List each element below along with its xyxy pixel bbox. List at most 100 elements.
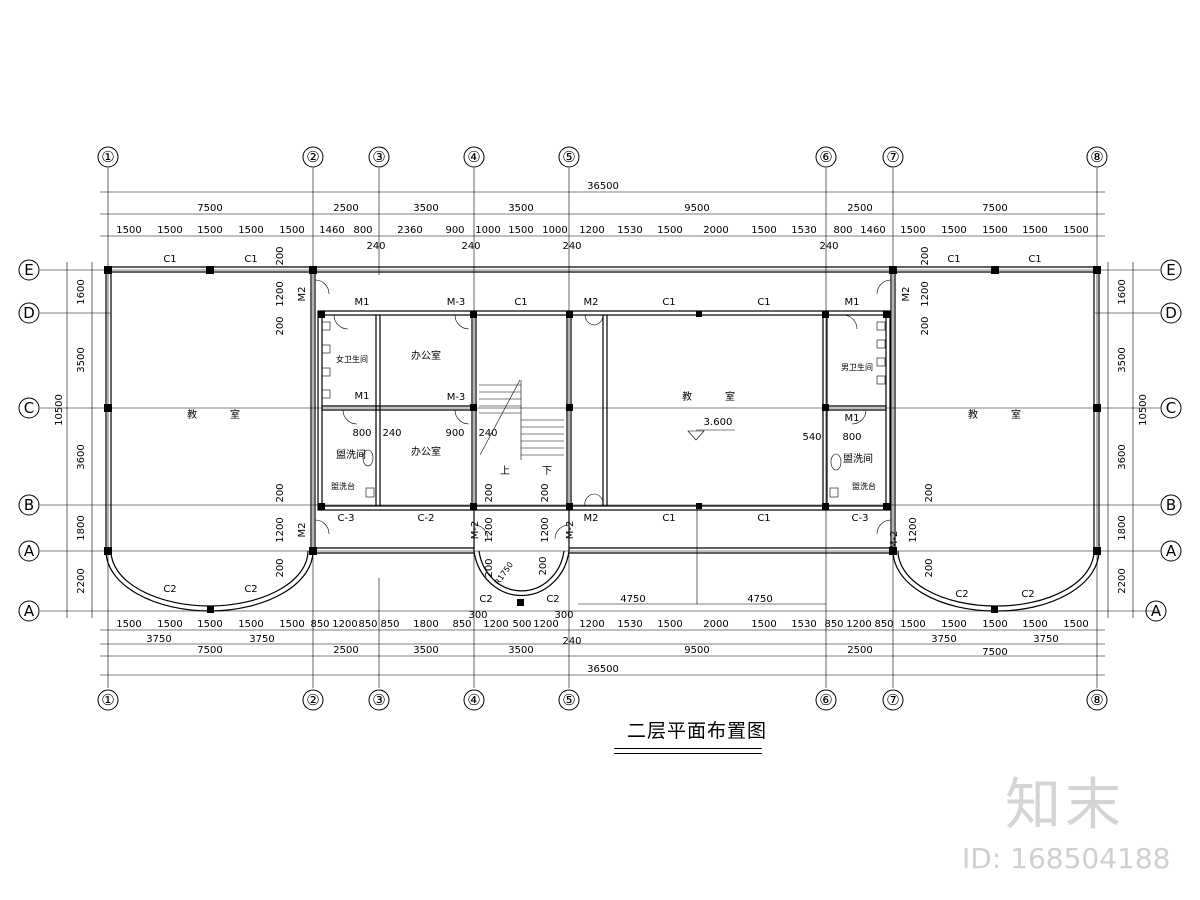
room-label: 盥洗台 — [331, 481, 355, 491]
mark-label: C1 — [163, 254, 176, 265]
dim-text: 1000 — [542, 225, 567, 236]
dim-text: 1500 — [900, 225, 925, 236]
dim-text: 500 — [512, 619, 531, 630]
dim-text: 1500 — [116, 225, 141, 236]
axis-label: E — [1166, 261, 1175, 279]
dim-text: 2000 — [703, 225, 728, 236]
mark-label: C2 — [1021, 589, 1034, 600]
dim-text: 1800 — [1117, 515, 1128, 540]
axis-label: ⑦ — [886, 691, 899, 709]
mark-label: C1 — [947, 254, 960, 265]
dim-text: 200 — [538, 556, 549, 575]
mark-label: M2 — [297, 287, 308, 302]
dim-text: 2200 — [76, 568, 87, 593]
dim-text: 1500 — [1063, 225, 1088, 236]
dim-text: 850 — [380, 619, 399, 630]
mark-label: M-2 — [470, 521, 481, 540]
dim-text: 200 — [484, 558, 495, 577]
dim-text: 3750 — [1033, 634, 1058, 645]
dim-overall-top: 36500 — [587, 181, 619, 192]
dim-text: 1200 — [579, 619, 604, 630]
dim-text: 1500 — [1063, 619, 1088, 630]
dim-text: 1500 — [751, 225, 776, 236]
dim-text: 240 — [366, 241, 385, 252]
dim-text: 1200 — [484, 517, 495, 542]
dim-text: 200 — [540, 483, 551, 502]
dim-text: 200 — [275, 483, 286, 502]
mark-label: C2 — [163, 584, 176, 595]
dim-text: 3500 — [76, 347, 87, 372]
mark-label: M1 — [845, 297, 860, 308]
elevation-label: 3.600 — [704, 417, 733, 428]
fixtures — [321, 321, 886, 498]
axis-label: ⑦ — [886, 148, 899, 166]
dim-text: 3750 — [249, 634, 274, 645]
axis-label: ③ — [372, 148, 385, 166]
dim-text: 1500 — [238, 619, 263, 630]
dim-text: 850 — [310, 619, 329, 630]
axis-label: ⑧ — [1090, 691, 1103, 709]
room-label: 室 — [1011, 408, 1021, 421]
dim-text: 1500 — [982, 225, 1007, 236]
axis-label: ⑥ — [819, 148, 832, 166]
axis-label: A — [1166, 542, 1177, 560]
dim-text: 9500 — [684, 203, 709, 214]
axis-lines — [40, 168, 1160, 688]
room-label: 室 — [725, 390, 735, 403]
watermark-id: ID: 168504188 — [962, 842, 1171, 875]
dim-text: 1530 — [791, 225, 816, 236]
dim-text: 240 — [382, 428, 401, 439]
dim-text: 800 — [833, 225, 852, 236]
dim-text: 540 — [802, 432, 821, 443]
mark-label: M1 — [355, 391, 370, 402]
dim-text: 240 — [562, 241, 581, 252]
mark-label: M2 — [297, 523, 308, 538]
dim-text: 200 — [924, 558, 935, 577]
dim-text: 1500 — [900, 619, 925, 630]
dim-text: 1500 — [508, 225, 533, 236]
title-underline — [614, 748, 762, 749]
mark-label: M2 — [901, 287, 912, 302]
dim-text: 240 — [478, 428, 497, 439]
dim-text: 200 — [275, 558, 286, 577]
dim-text: 1200 — [332, 619, 357, 630]
dim-text: 800 — [842, 432, 861, 443]
dim-text: 1500 — [941, 619, 966, 630]
mark-label: C1 — [1028, 254, 1041, 265]
dim-text: 9500 — [684, 645, 709, 656]
dim-text: 2500 — [847, 645, 872, 656]
dim-text: 240 — [562, 636, 581, 647]
dim-text: 3500 — [413, 645, 438, 656]
dim-text: 1500 — [1022, 225, 1047, 236]
dim-text: 2500 — [333, 203, 358, 214]
room-label: 教 — [187, 408, 197, 421]
dim-text: 1530 — [617, 225, 642, 236]
axis-label: D — [1165, 304, 1177, 322]
side-dims: 1600 3500 3600 1800 2200 10500 1600 3500… — [54, 279, 1149, 593]
axis-label: ② — [306, 148, 319, 166]
dim-text: 1500 — [657, 225, 682, 236]
mark-label: M2 — [584, 297, 599, 308]
axis-label: B — [1166, 496, 1176, 514]
dim-text: 850 — [358, 619, 377, 630]
drawing-title: 二层平面布置图 — [627, 720, 768, 742]
dim-text: 4750 — [620, 594, 645, 605]
dim-text: 1200 — [579, 225, 604, 236]
dim-text: 1500 — [238, 225, 263, 236]
mark-label: C1 — [662, 297, 675, 308]
dim-text: 200 — [275, 246, 286, 265]
axis-label: ① — [101, 148, 114, 166]
dim-text: 10500 — [54, 394, 65, 426]
dim-text: 1500 — [279, 225, 304, 236]
room-label: 盥洗间 — [336, 448, 366, 461]
room-label: 办公室 — [411, 349, 441, 362]
dim-text: 1000 — [475, 225, 500, 236]
mark-label: C-2 — [418, 513, 435, 524]
dim-text: 300 — [554, 610, 573, 621]
dim-text: 1500 — [197, 619, 222, 630]
dim-text: 3500 — [508, 645, 533, 656]
dim-text: 1800 — [413, 619, 438, 630]
axis-label: C — [1166, 399, 1176, 417]
dim-text: 3500 — [413, 203, 438, 214]
mark-label: C1 — [244, 254, 257, 265]
